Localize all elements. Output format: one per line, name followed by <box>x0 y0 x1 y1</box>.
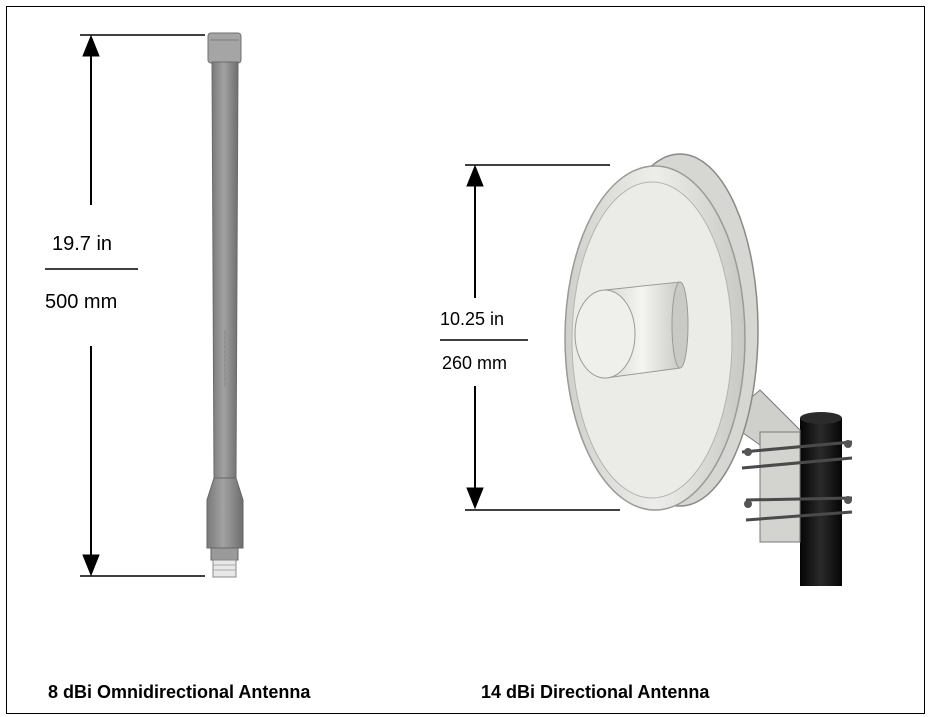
figure-frame <box>6 6 925 714</box>
omni-caption: 8 dBi Omnidirectional Antenna <box>48 682 311 702</box>
omni-dimension <box>45 34 205 577</box>
omni-base <box>206 477 244 549</box>
omni-connector <box>210 547 239 561</box>
directional-dimension-in: 10.25 in <box>440 309 505 329</box>
directional-antenna-illustration <box>564 153 853 586</box>
directional-dimension <box>440 164 620 511</box>
feed-cap <box>574 289 636 379</box>
omni-top-cap <box>207 32 242 64</box>
directional-arrow-up <box>466 164 484 187</box>
directional-dimension-mm: 260 mm <box>442 353 508 373</box>
omni-dimension-in: 19.7 in <box>52 233 113 255</box>
omni-antenna-illustration: ~~~~~~~~~~~~ <box>206 32 244 578</box>
omni-radome <box>211 61 239 479</box>
omni-arrow-down <box>82 554 100 577</box>
omni-arrow-up <box>82 34 100 57</box>
directional-caption: 14 dBi Directional Antenna <box>481 682 710 702</box>
omni-dimension-mm: 500 mm <box>45 291 118 313</box>
svg-text:~~~~~~~~~~~~: ~~~~~~~~~~~~ <box>220 330 229 386</box>
u-bolts <box>741 440 853 522</box>
directional-arrow-down <box>466 487 484 510</box>
